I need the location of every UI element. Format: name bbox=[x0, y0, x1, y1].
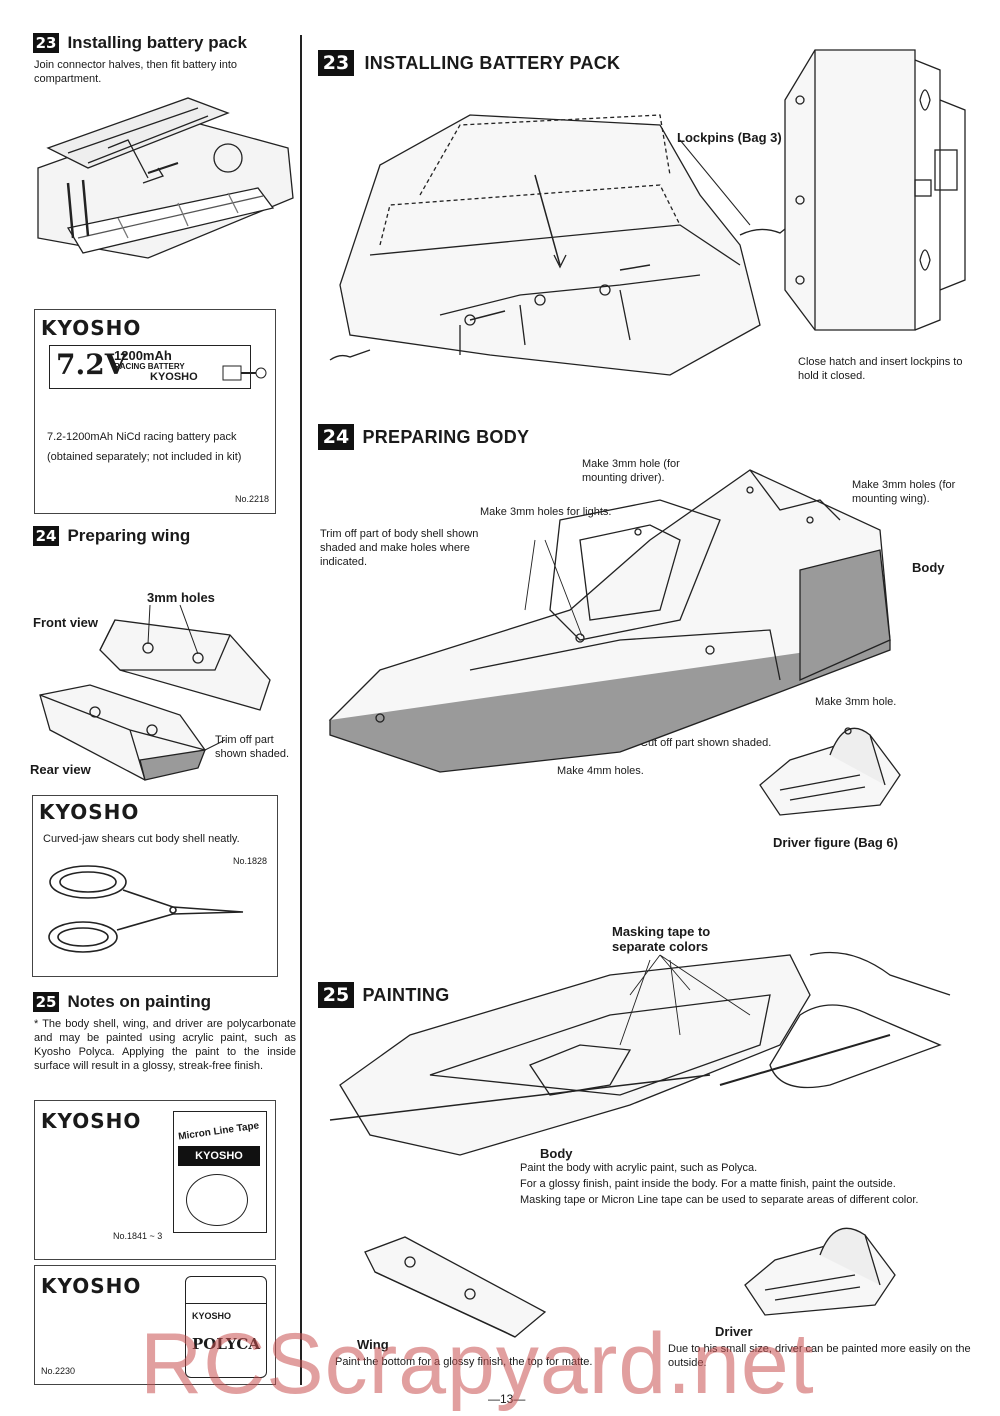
body-label: Body bbox=[912, 560, 945, 575]
step-23-description: Join connector halves, then fit battery … bbox=[34, 59, 238, 85]
kyosho-logo: KYOSHO bbox=[41, 1274, 142, 1298]
step-title: PREPARING BODY bbox=[362, 427, 530, 447]
body-paint-line-3: Masking tape or Micron Line tape can be … bbox=[520, 1194, 919, 1206]
part-number: No.1828 bbox=[232, 856, 267, 866]
driver-paint-text: Due to his small size, driver can be pai… bbox=[668, 1343, 971, 1369]
tape-label: Micron Line Tape bbox=[177, 1120, 260, 1143]
battery-caption-2: (obtained separately; not included in ki… bbox=[47, 451, 242, 463]
step-title: Installing battery pack bbox=[67, 33, 247, 52]
jar-name: POLYCA bbox=[192, 1335, 260, 1353]
holes-label: 3mm holes bbox=[147, 590, 215, 605]
battery-hatch-illustration bbox=[329, 114, 791, 376]
shears-caption: Curved-jaw shears cut body shell neatly. bbox=[43, 833, 240, 845]
paint-product-box: KYOSHO KYOSHO POLYCA No.2230 bbox=[34, 1265, 276, 1385]
battery-label-brand: KYOSHO bbox=[150, 371, 198, 383]
battery-product-box: KYOSHO 7.2V 1200mAh RACING BATTERY KYOSH… bbox=[34, 309, 276, 514]
body-paint-line-1: Paint the body with acrylic paint, such … bbox=[520, 1162, 758, 1174]
column-divider bbox=[300, 35, 302, 1385]
driver-paint-illustration bbox=[744, 1227, 896, 1316]
cut-off-label: Cut off part shown shaded. bbox=[640, 737, 772, 749]
step-25-heading: 25 Notes on painting bbox=[33, 992, 211, 1012]
wing-paint-text: Paint the bottom for a glossy finish, th… bbox=[335, 1356, 593, 1368]
wing-illustration bbox=[39, 604, 271, 781]
trim-body-note: Trim off part of body shell shown shaded… bbox=[320, 528, 479, 568]
step-number: 25 bbox=[33, 992, 59, 1012]
tape-roll-icon bbox=[186, 1174, 248, 1226]
wing-paint-illustration bbox=[364, 1236, 547, 1338]
step-title: PAINTING bbox=[362, 985, 450, 1005]
step-23-heading: 23 Installing battery pack bbox=[33, 33, 247, 53]
step-25-heading-main: 25 PAINTING bbox=[318, 982, 450, 1008]
part-number: No.2230 bbox=[41, 1366, 76, 1376]
battery-caption-1: 7.2-1200mAh NiCd racing battery pack bbox=[47, 431, 237, 443]
step-24-heading: 24 Preparing wing bbox=[33, 526, 190, 546]
shears-product-box: KYOSHO Curved-jaw shears cut body shell … bbox=[32, 795, 278, 977]
paint-jar: KYOSHO POLYCA bbox=[185, 1276, 267, 1378]
hatch-closed-illustration bbox=[784, 49, 966, 331]
step-number: 23 bbox=[33, 33, 59, 53]
battery-voltage: 7.2V bbox=[56, 348, 127, 381]
kyosho-logo: KYOSHO bbox=[41, 1109, 142, 1133]
body-paint-line-2: For a glossy finish, paint inside the bo… bbox=[520, 1178, 896, 1190]
front-view-label: Front view bbox=[33, 615, 99, 630]
step-24-heading-main: 24 PREPARING BODY bbox=[318, 424, 529, 450]
battery-type: RACING BATTERY bbox=[114, 362, 185, 371]
tape-package: Micron Line Tape KYOSHO bbox=[173, 1111, 267, 1233]
body-paint-title: Body bbox=[540, 1146, 573, 1161]
step-title: INSTALLING BATTERY PACK bbox=[364, 53, 621, 73]
battery-installation-illustration bbox=[37, 97, 294, 259]
part-number: No.1841 ~ 3 bbox=[113, 1231, 163, 1241]
holes-4mm-label: Make 4mm holes. bbox=[557, 765, 644, 777]
jar-lid bbox=[186, 1277, 266, 1304]
close-hatch-note: Close hatch and insert lockpins to hold … bbox=[798, 356, 963, 382]
step-title: Notes on painting bbox=[67, 992, 211, 1011]
painting-note: * The body shell, wing, and driver are p… bbox=[34, 1018, 296, 1072]
page-number: —13— bbox=[488, 1392, 526, 1406]
holes-wing-label: Make 3mm holes (for mounting wing). bbox=[852, 479, 956, 505]
masking-tape-label: Masking tape to separate colors bbox=[612, 924, 711, 954]
driver-figure-label: Driver figure (Bag 6) bbox=[773, 835, 898, 850]
rear-view-label: Rear view bbox=[30, 762, 91, 777]
painting-body-illustration bbox=[329, 951, 951, 1156]
step-number: 24 bbox=[318, 424, 354, 450]
hole-3mm-label: Make 3mm hole. bbox=[815, 696, 897, 708]
battery-capacity: 1200mAh bbox=[114, 348, 172, 363]
step-23-heading-main: 23 INSTALLING BATTERY PACK bbox=[318, 50, 620, 76]
holes-lights-label: Make 3mm holes for lights. bbox=[480, 506, 612, 518]
jar-brand: KYOSHO bbox=[192, 1311, 232, 1321]
kyosho-logo: KYOSHO bbox=[41, 316, 142, 340]
lockpins-label: Lockpins (Bag 3) bbox=[677, 130, 782, 145]
watermark: RCScrapyard.net bbox=[140, 1316, 815, 1412]
part-number: No.2218 bbox=[234, 494, 269, 504]
tape-brand: KYOSHO bbox=[178, 1146, 260, 1166]
trim-label: Trim off part shown shaded. bbox=[215, 734, 289, 760]
step-number: 23 bbox=[318, 50, 354, 76]
connector-icon bbox=[222, 365, 267, 381]
hole-driver-label: Make 3mm hole (for mounting driver). bbox=[582, 458, 680, 484]
step-number: 24 bbox=[33, 526, 59, 546]
driver-figure-illustration bbox=[759, 727, 901, 816]
step-number: 25 bbox=[318, 982, 354, 1008]
tape-product-box: KYOSHO Micron Line Tape KYOSHO No.1841 ~… bbox=[34, 1100, 276, 1260]
step-title: Preparing wing bbox=[67, 526, 191, 545]
shears-icon bbox=[48, 865, 244, 953]
body-shell-illustration bbox=[328, 469, 891, 773]
wing-paint-title: Wing bbox=[357, 1337, 389, 1352]
driver-paint-title: Driver bbox=[715, 1324, 753, 1339]
battery-label: 7.2V 1200mAh RACING BATTERY KYOSHO bbox=[49, 345, 251, 389]
kyosho-logo: KYOSHO bbox=[39, 800, 140, 824]
